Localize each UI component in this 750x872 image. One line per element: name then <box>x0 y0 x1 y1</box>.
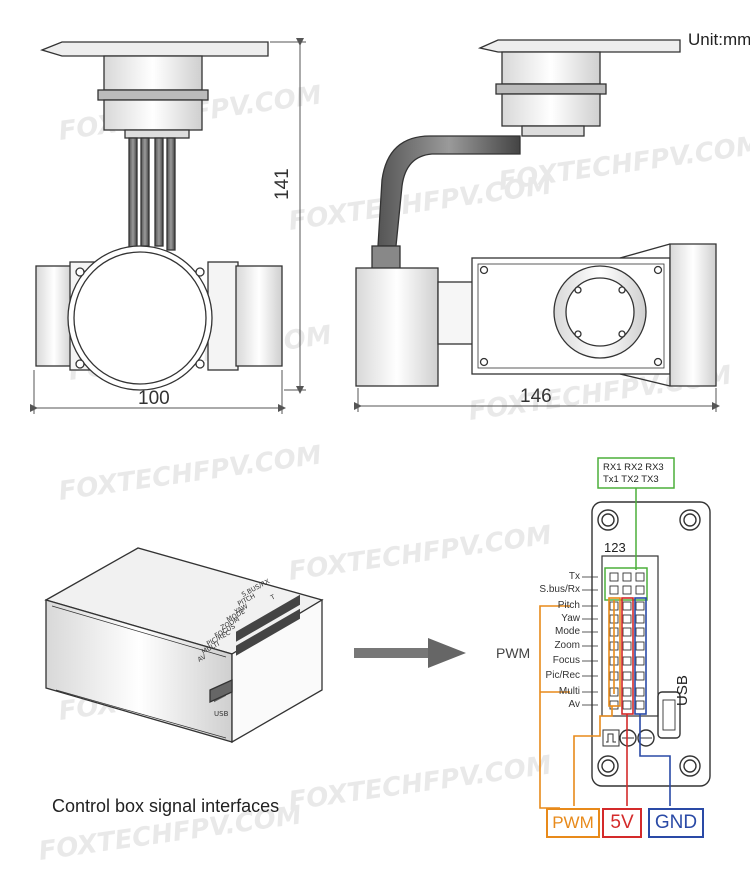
diagram-caption: Control box signal interfaces <box>52 796 280 816</box>
watermark-text: FOXTECHFPV.COM <box>287 520 554 587</box>
header-pin <box>635 627 645 637</box>
header-pin <box>622 627 632 637</box>
unit-note: Unit:mm <box>688 30 750 49</box>
legend-gnd: GND <box>648 808 704 838</box>
pin-label-pic-rec: Pic/Rec <box>545 670 580 681</box>
dimension-depth-side: 146 <box>520 386 552 407</box>
pin-grid <box>609 572 645 710</box>
header-pin <box>635 572 645 582</box>
box-pin-label: T <box>268 593 276 602</box>
watermark-text: FOXTECHFPV.COM <box>497 130 750 197</box>
header-pin <box>622 641 632 651</box>
pin-label-yaw: Yaw <box>561 613 580 624</box>
watermark-text: FOXTECHFPV.COM <box>287 750 554 817</box>
header-pin <box>635 671 645 681</box>
pinout-board <box>591 501 711 787</box>
pin-label-multi: Multi <box>558 686 580 697</box>
watermark-text: FOXTECHFPV.COM <box>57 440 324 507</box>
header-pin <box>609 572 619 582</box>
header-pin <box>622 572 632 582</box>
legend-pwm: PWM <box>546 808 600 838</box>
header-pin <box>622 687 632 697</box>
dimension-lines-front <box>30 38 306 414</box>
header-pin <box>635 585 645 595</box>
header-pin <box>622 601 632 611</box>
dimension-width-front: 100 <box>138 388 170 409</box>
uart-bus-lines <box>597 457 675 601</box>
gimbal-front-view <box>35 41 283 391</box>
direction-arrow <box>354 638 466 668</box>
gimbal-side-view <box>355 39 717 387</box>
header-pin <box>635 656 645 666</box>
pin-label-zoom: Zoom <box>554 640 580 651</box>
header-pin <box>622 671 632 681</box>
header-pin <box>622 700 632 710</box>
header-pin <box>622 656 632 666</box>
pin-label-pitch: Pitch <box>557 600 580 611</box>
header-pin <box>635 687 645 697</box>
header-pin <box>622 614 632 624</box>
pin-label-ticks <box>582 576 598 706</box>
header-pin <box>635 614 645 624</box>
legend-5v: 5V <box>602 808 642 838</box>
control-box-illustration <box>44 547 324 744</box>
header-pin <box>635 641 645 651</box>
pin-label-mode: Mode <box>554 626 580 637</box>
pin-label-sbus: S.bus/Rx <box>539 584 580 595</box>
uart-header-tx: Tx1 TX2 TX3 <box>603 474 659 485</box>
pwm-group-label: PWM <box>496 645 531 661</box>
uart-header-rx: RX1 RX2 RX3 <box>603 462 664 473</box>
header-pin <box>609 700 619 710</box>
dimension-height: 141 <box>272 168 293 200</box>
pin-label-focus: Focus <box>552 655 580 666</box>
usb-port-label: USB <box>674 675 691 706</box>
pin-label-av: Av <box>568 699 581 710</box>
box-usb-label: USB <box>214 710 229 718</box>
header-pin <box>635 601 645 611</box>
box-pin-label: AV <box>196 652 208 663</box>
dimension-lines-side <box>354 388 720 412</box>
header-pin <box>622 585 632 595</box>
pin-column-numbers: 123 <box>604 540 626 555</box>
header-pin <box>609 585 619 595</box>
pin-label-tx: Tx <box>568 571 580 582</box>
header-pin <box>635 700 645 710</box>
control-box-pin-rows <box>236 594 300 656</box>
